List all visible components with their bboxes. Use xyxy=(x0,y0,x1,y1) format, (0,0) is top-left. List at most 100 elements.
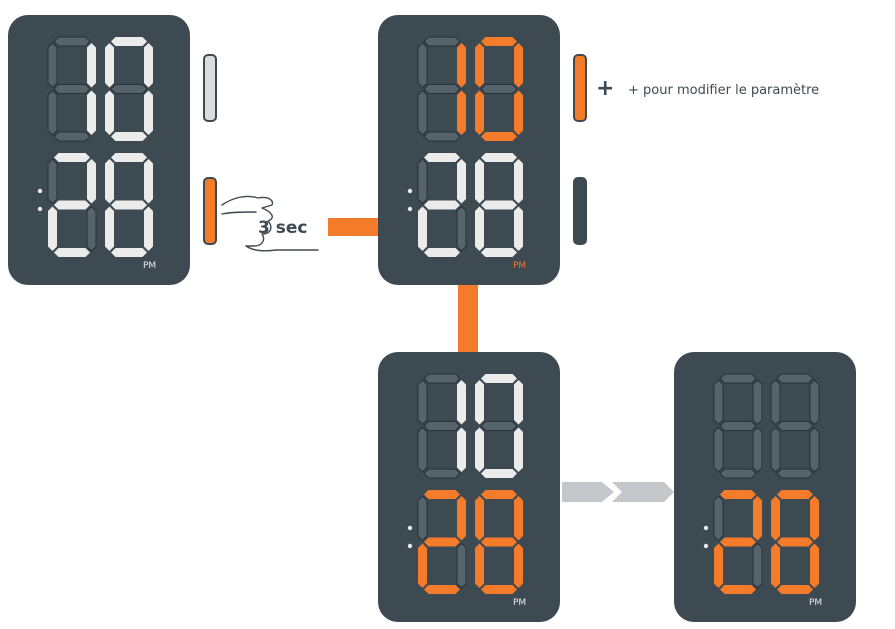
connector-vertical xyxy=(458,283,478,355)
segment-a xyxy=(776,373,814,384)
segment-e xyxy=(417,89,428,136)
side-button-bottom[interactable] xyxy=(573,177,587,245)
segment-a xyxy=(719,373,757,384)
hour-digit-2 xyxy=(475,37,523,141)
segment-f xyxy=(417,42,428,89)
segment-e xyxy=(475,543,484,588)
segment-b xyxy=(810,496,819,541)
segment-a xyxy=(481,153,517,162)
segment-c xyxy=(514,543,523,588)
segment-g xyxy=(53,84,91,94)
colon-dot-lower xyxy=(407,206,413,212)
hour-digit-2 xyxy=(770,373,820,479)
segment-b xyxy=(457,496,466,541)
segment-b xyxy=(144,43,153,88)
colon-dot-lower xyxy=(407,543,413,549)
segment-d xyxy=(481,585,517,594)
hour-digit-1 xyxy=(417,373,466,479)
minute-digit-1 xyxy=(713,490,763,594)
side-button-top[interactable] xyxy=(203,54,217,122)
display-panel xyxy=(378,15,560,285)
segment-f xyxy=(417,379,428,426)
segment-a xyxy=(424,153,460,162)
segment-a xyxy=(424,490,460,499)
segment-g xyxy=(424,200,460,210)
segment-d xyxy=(424,248,460,257)
segment-b xyxy=(457,43,466,88)
segment-b xyxy=(457,159,466,204)
segment-c xyxy=(456,542,467,589)
minute-digit-2 xyxy=(771,490,819,594)
segment-e xyxy=(418,206,427,251)
segment-f xyxy=(771,496,780,541)
segment-e xyxy=(417,426,428,473)
segment-g xyxy=(480,84,518,94)
segment-g xyxy=(776,421,814,431)
colon-dot-lower xyxy=(37,206,43,212)
segment-a xyxy=(423,36,461,47)
segment-c xyxy=(810,543,819,588)
minute-digit-1 xyxy=(417,490,467,594)
hour-digit-2 xyxy=(105,37,153,141)
segment-c xyxy=(514,427,523,472)
segment-a xyxy=(720,490,756,499)
segment-e xyxy=(475,90,484,135)
segment-e xyxy=(475,427,484,472)
segment-e xyxy=(713,426,724,473)
hour-digit-1 xyxy=(47,36,96,142)
segment-g xyxy=(423,84,461,94)
pm-indicator: PM xyxy=(143,261,156,271)
colon-dot-upper xyxy=(37,188,43,194)
chevron-2 xyxy=(612,482,674,502)
colon-dot-upper xyxy=(703,525,709,531)
segment-g xyxy=(54,200,90,210)
segment-f xyxy=(713,495,724,542)
segment-c xyxy=(87,90,96,135)
pm-indicator: PM xyxy=(809,598,822,608)
segment-d xyxy=(54,248,90,257)
segment-c xyxy=(456,205,467,252)
segment-f xyxy=(417,158,428,205)
segment-c xyxy=(752,426,763,473)
segment-c xyxy=(752,542,763,589)
segment-b xyxy=(514,159,523,204)
minute-digit-2 xyxy=(105,153,153,257)
colon-dot-upper xyxy=(407,188,413,194)
colon-dot-lower xyxy=(703,543,709,549)
segment-d xyxy=(481,248,517,257)
segment-d xyxy=(423,468,461,479)
segment-a xyxy=(777,490,813,499)
segment-f xyxy=(417,495,428,542)
display-panel xyxy=(378,352,560,622)
segment-a xyxy=(111,37,147,46)
display-panel xyxy=(8,15,190,285)
segment-c xyxy=(457,90,466,135)
segment-f xyxy=(713,379,724,426)
side-button-top[interactable] xyxy=(573,54,587,122)
pm-indicator: PM xyxy=(513,261,526,271)
segment-f xyxy=(105,159,114,204)
segment-b xyxy=(514,43,523,88)
segment-b xyxy=(752,379,763,426)
segment-g xyxy=(777,537,813,547)
segment-b xyxy=(753,496,762,541)
pm-indicator: PM xyxy=(513,598,526,608)
segment-b xyxy=(514,496,523,541)
segment-a xyxy=(481,490,517,499)
segment-e xyxy=(770,426,781,473)
segment-a xyxy=(423,373,461,384)
segment-g xyxy=(481,537,517,547)
hand-press-icon xyxy=(221,195,319,252)
segment-d xyxy=(53,131,91,142)
side-button-bottom[interactable] xyxy=(203,177,217,245)
segment-d xyxy=(481,132,517,141)
segment-d xyxy=(111,248,147,257)
segment-c xyxy=(457,427,466,472)
segment-d xyxy=(777,585,813,594)
hour-digit-1 xyxy=(417,36,466,142)
segment-b xyxy=(809,379,820,426)
segment-e xyxy=(475,206,484,251)
panel-1: PM xyxy=(8,15,217,285)
segment-e xyxy=(714,543,723,588)
